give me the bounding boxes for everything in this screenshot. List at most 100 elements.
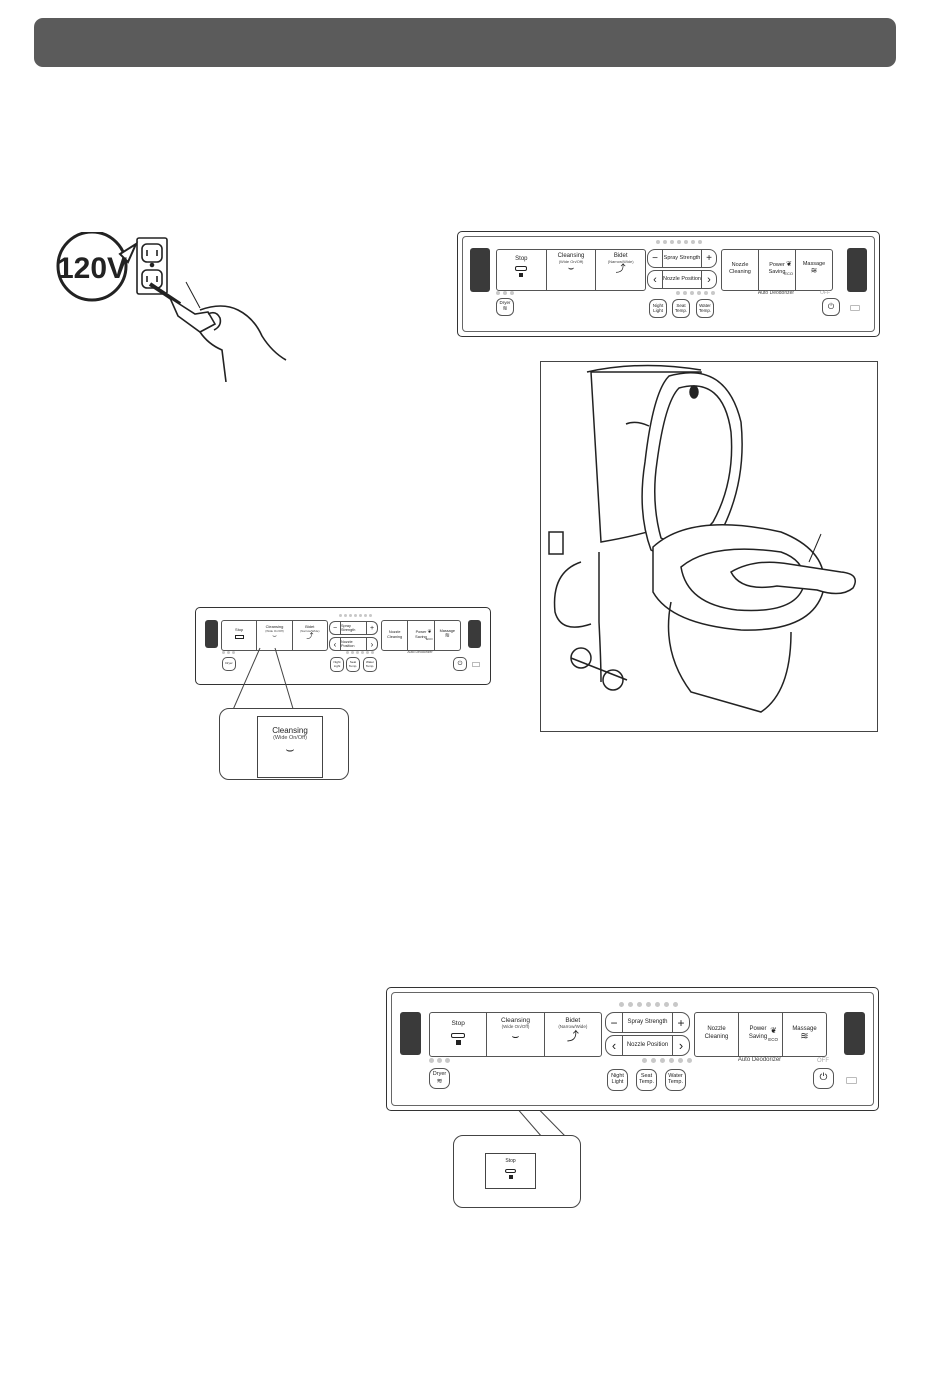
spray-strength-control: − Spray Strength +	[605, 1012, 690, 1033]
nozzle-back-button[interactable]: ‹	[606, 1036, 623, 1055]
power-button[interactable]: ⏻	[453, 657, 467, 671]
auto-deodorizer-caption: Auto Deodorizer	[407, 650, 433, 654]
cleansing-sublabel: (Wide On/Off)	[558, 259, 584, 264]
outlet-icon	[136, 237, 168, 295]
spray-level-dots	[656, 240, 702, 244]
cleansing-label: Cleansing	[557, 253, 585, 259]
water-temp-button[interactable]: Water Temp.	[696, 299, 714, 318]
spray-plus-button[interactable]: +	[672, 1013, 689, 1032]
spray-plus-button[interactable]: +	[366, 622, 377, 634]
spray-minus-button[interactable]: −	[606, 1013, 623, 1032]
auto-deodorizer-group: Nozzle Cleaning Power Saving❦ECO Massage…	[694, 1012, 827, 1057]
night-light-button[interactable]: Night Light	[330, 657, 344, 672]
stop-label: Stop	[451, 1020, 465, 1027]
spray-strength-control: − Spray Strength +	[329, 621, 378, 635]
nozzle-forward-button[interactable]: ›	[672, 1036, 689, 1055]
nozzle-cleaning-label: Nozzle Cleaning	[387, 630, 403, 639]
power-saving-button[interactable]: Power Saving❦ECO	[739, 1013, 783, 1056]
bidet-icon: ⤴	[566, 1029, 579, 1043]
cleansing-label: Cleansing	[265, 624, 284, 629]
panel-inner-frame	[391, 992, 874, 1106]
night-light-button[interactable]: Night Light	[649, 299, 667, 318]
spray-level-dots	[339, 614, 372, 617]
nozzle-position-label: Nozzle Position	[341, 639, 355, 648]
leaf-icon: ❦	[770, 1026, 777, 1035]
eco-label: ECO	[768, 1037, 778, 1042]
power-button[interactable]: ⏻	[822, 298, 840, 316]
spray-minus-button[interactable]: −	[648, 250, 663, 267]
cleansing-callout-label: Cleansing	[272, 726, 308, 735]
stop-icon	[234, 635, 244, 639]
off-caption: OFF	[820, 290, 830, 296]
stop-callout-button[interactable]: Stop	[485, 1153, 536, 1189]
cleansing-button[interactable]: Cleansing(Wide On/Off)⌣	[257, 621, 293, 650]
section-header-bar	[34, 18, 896, 67]
seat-temp-button[interactable]: Seat Temp.	[636, 1069, 657, 1091]
cleansing-button[interactable]: Cleansing(Wide On/Off)⌣	[547, 250, 597, 290]
spray-strength-control: − Spray Strength +	[647, 249, 717, 268]
bidet-sublabel: (Narrow/Wide)	[300, 629, 320, 633]
seat-temp-button[interactable]: Seat Temp.	[672, 299, 690, 318]
spray-plus-button[interactable]: +	[701, 250, 716, 267]
dryer-label: Dryer	[432, 1070, 447, 1077]
stop-button[interactable]: Stop	[430, 1013, 488, 1056]
stop-icon	[515, 266, 528, 271]
spray-strength-label: Spray Strength	[341, 623, 356, 632]
auto-deodorizer-group: Nozzle Cleaning Power Saving❦ECO Massage…	[381, 620, 461, 651]
spray-strength-label: Spray Strength	[663, 255, 701, 262]
power-icon: ⏻	[457, 660, 463, 667]
bidet-label: Bidet	[305, 624, 315, 629]
massage-button[interactable]: Massage≋	[796, 250, 832, 290]
eco-label: ECO	[784, 271, 793, 276]
cleansing-spray-icon: ⌣	[567, 263, 575, 274]
toilet-illustration-frame	[540, 361, 878, 732]
dryer-button[interactable]: Dryer≋	[496, 298, 514, 316]
power-saving-label: Power Saving	[768, 262, 786, 276]
bidet-button[interactable]: Bidet(Narrow/Wide)⤴	[596, 250, 645, 290]
stop-callout-label: Stop	[505, 1158, 516, 1164]
nozzle-forward-button[interactable]: ›	[701, 271, 716, 288]
water-temp-button[interactable]: Water Temp.	[363, 657, 377, 672]
leaf-icon: ❦	[786, 261, 792, 268]
dryer-level-dots	[222, 651, 235, 654]
cleansing-callout-button[interactable]: Cleansing (Wide On/Off) ⌣	[257, 716, 323, 778]
spray-minus-button[interactable]: −	[330, 622, 341, 634]
nozzle-back-button[interactable]: ‹	[330, 638, 341, 650]
cleansing-button[interactable]: Cleansing(Wide On/Off)⌣	[487, 1013, 545, 1056]
dryer-button[interactable]: Dryer	[222, 657, 236, 671]
nozzle-cleaning-button[interactable]: Nozzle Cleaning	[695, 1013, 739, 1056]
dryer-button[interactable]: Dryer≋	[429, 1068, 450, 1089]
water-temp-button[interactable]: Water Temp.	[665, 1069, 686, 1091]
panel-right-pill	[844, 1012, 865, 1055]
toilet-seat-illustration	[548, 364, 856, 713]
bidet-button[interactable]: Bidet(Narrow/Wide)⤴	[293, 621, 327, 650]
bidet-icon: ⤴	[306, 633, 314, 640]
stop-button[interactable]: Stop	[497, 250, 547, 290]
cleansing-callout-sublabel: (Wide On/Off)	[273, 735, 307, 741]
massage-label: Massage	[792, 1026, 817, 1032]
panel-right-pill	[468, 620, 481, 648]
bidet-icon: ⤴	[615, 264, 626, 275]
off-caption: OFF	[817, 1058, 829, 1064]
nozzle-cleaning-button[interactable]: Nozzle Cleaning	[382, 621, 409, 650]
bidet-button[interactable]: Bidet(Narrow/Wide)⤴	[545, 1013, 601, 1056]
nozzle-forward-button[interactable]: ›	[366, 638, 377, 650]
temp-level-dots	[642, 1058, 692, 1063]
stop-square-icon	[519, 273, 524, 277]
stop-callout: Stop	[453, 1135, 581, 1208]
power-button[interactable]: ⏻	[813, 1068, 834, 1089]
nozzle-back-button[interactable]: ‹	[648, 271, 663, 288]
bidet-sublabel: (Narrow/Wide)	[607, 259, 634, 264]
night-light-button[interactable]: Night Light	[607, 1069, 628, 1091]
power-saving-button[interactable]: Power Saving❦ ECO	[759, 250, 796, 290]
dryer-label: Dryer	[499, 300, 511, 306]
power-saving-button[interactable]: Power Saving❦ECO	[408, 621, 435, 650]
seat-temp-button[interactable]: Seat Temp.	[346, 657, 360, 672]
massage-label: Massage	[802, 261, 826, 267]
cleansing-spray-icon: ⌣	[272, 633, 277, 640]
nozzle-cleaning-button[interactable]: Nozzle Cleaning	[722, 250, 759, 290]
stop-button[interactable]: Stop	[222, 621, 258, 650]
massage-button[interactable]: Massage≋	[783, 1013, 826, 1056]
massage-button[interactable]: Massage≋	[435, 621, 460, 650]
auto-deodorizer-group: Nozzle Cleaning Power Saving❦ ECO Massage…	[721, 249, 833, 291]
